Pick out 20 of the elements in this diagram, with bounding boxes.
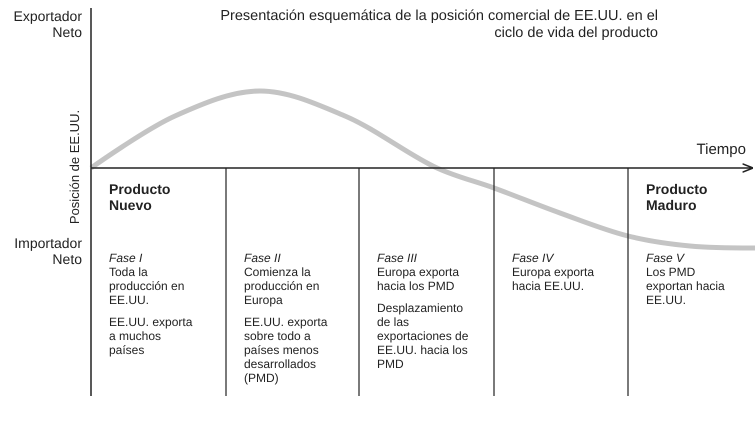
y-axis-title: Posición de EE.UU. <box>67 108 83 226</box>
y-axis-label: Importador Neto <box>13 235 82 267</box>
phase-description: Comienza la producción en Europa <box>244 265 320 307</box>
phase-description: Europa exporta hacia los PMD <box>377 265 460 293</box>
phase-description: EE.UU. exporta sobre todo a países menos desarrollados (PMD) <box>244 315 328 385</box>
y-axis-label: Exportador Neto <box>12 8 82 40</box>
phase-label: Fase V <box>646 251 686 265</box>
phase-description: Toda la producción en EE.UU. <box>109 265 186 307</box>
stage-heading: Producto Nuevo <box>109 181 172 213</box>
phase-label: Fase II <box>244 251 282 265</box>
phase-label: Fase IV <box>512 251 556 265</box>
phase-description: Los PMD exportan hacia EE.UU. <box>646 265 726 307</box>
phase-description: Europa exporta hacia EE.UU. <box>512 265 596 293</box>
phase-description: Desplazamiento de las exportaciones de EE.UU. hacia los PMD <box>377 301 470 371</box>
title: Presentación esquemática de la posición comercial de EE.UU. en el ciclo de vida del producto <box>219 8 658 42</box>
phase-label: Fase III <box>377 251 418 265</box>
stage-heading: Producto Maduro <box>646 181 708 213</box>
phase-label: Fase I <box>109 251 144 265</box>
x-axis-title: Tiempo <box>696 142 746 158</box>
phase-description: EE.UU. exporta a muchos países <box>109 315 194 357</box>
